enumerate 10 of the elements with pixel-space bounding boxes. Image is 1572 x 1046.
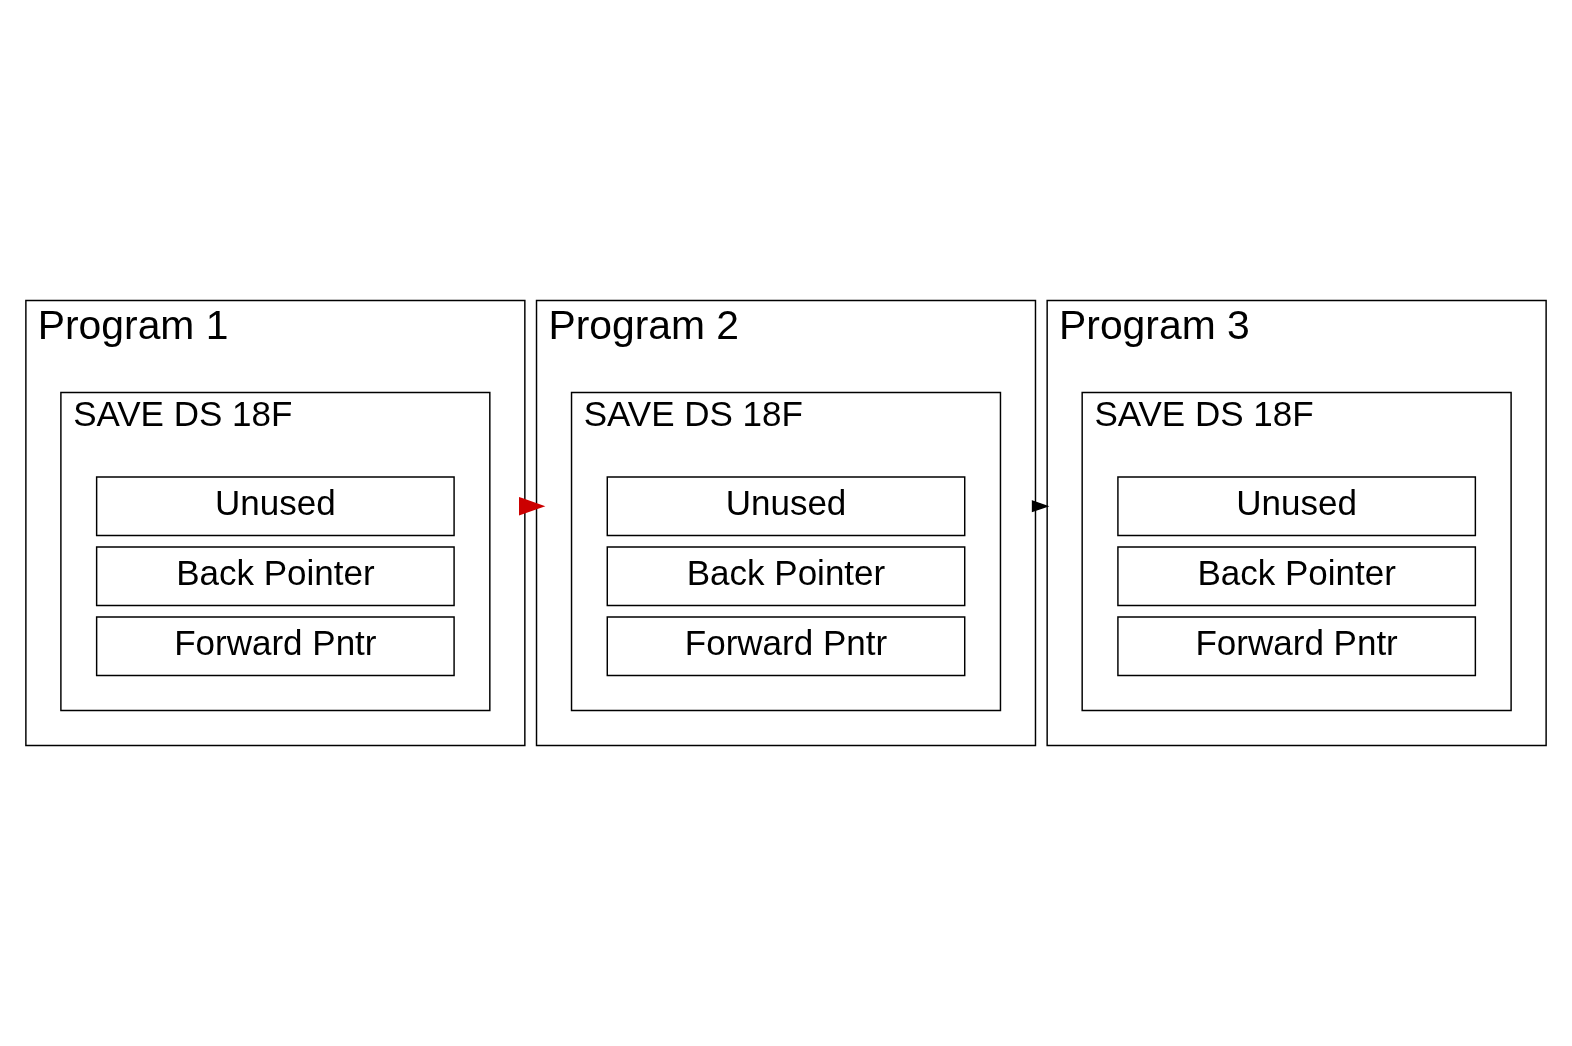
node-box: Back Pointer — [95, 546, 455, 607]
arrow — [519, 497, 546, 516]
node-box: Back Pointer — [606, 546, 966, 607]
node-box: Unused — [606, 476, 966, 537]
node-box: Unused — [1117, 476, 1477, 537]
node-box: Forward Pntr — [1117, 616, 1477, 677]
node-box: Forward Pntr — [606, 616, 966, 677]
node-box: Forward Pntr — [95, 616, 455, 677]
node-box: Back Pointer — [1117, 546, 1477, 607]
node-box: Unused — [95, 476, 455, 537]
